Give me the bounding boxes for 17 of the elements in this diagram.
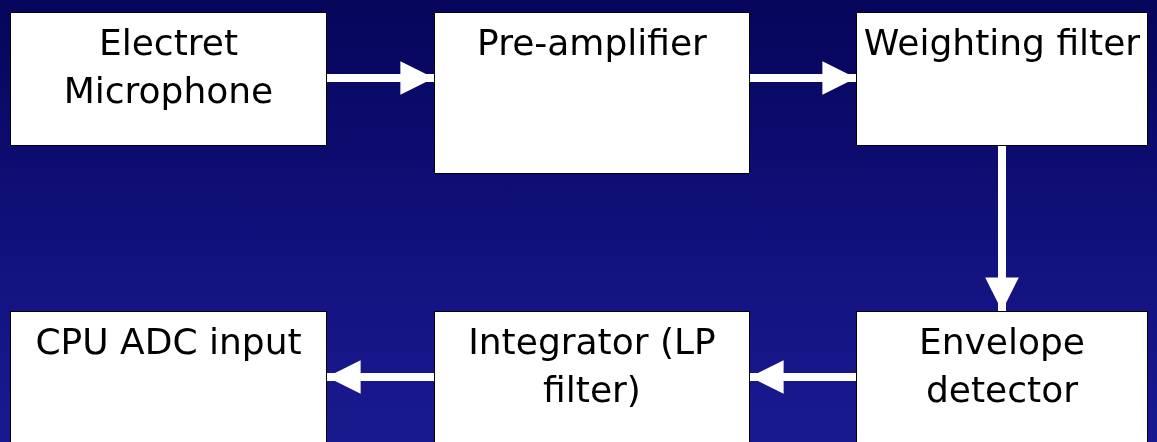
process-box [856,12,1148,146]
arrow [327,360,434,394]
process-box [434,12,750,174]
box-label: Integrator (LP filter) [467,320,717,412]
box-label: Electret Microphone [62,21,275,113]
process-box [434,311,750,442]
process-box [10,12,327,146]
arrow [750,360,856,394]
arrow [327,61,434,95]
box-label: Weighting filter [862,21,1142,65]
box-label: Envelope detector [917,320,1086,412]
arrow [750,61,856,95]
box-label: Pre-amplifier [476,21,708,65]
process-box [10,311,327,442]
box-label: CPU ADC input [34,320,303,364]
process-box [856,311,1148,442]
arrow [985,146,1019,311]
